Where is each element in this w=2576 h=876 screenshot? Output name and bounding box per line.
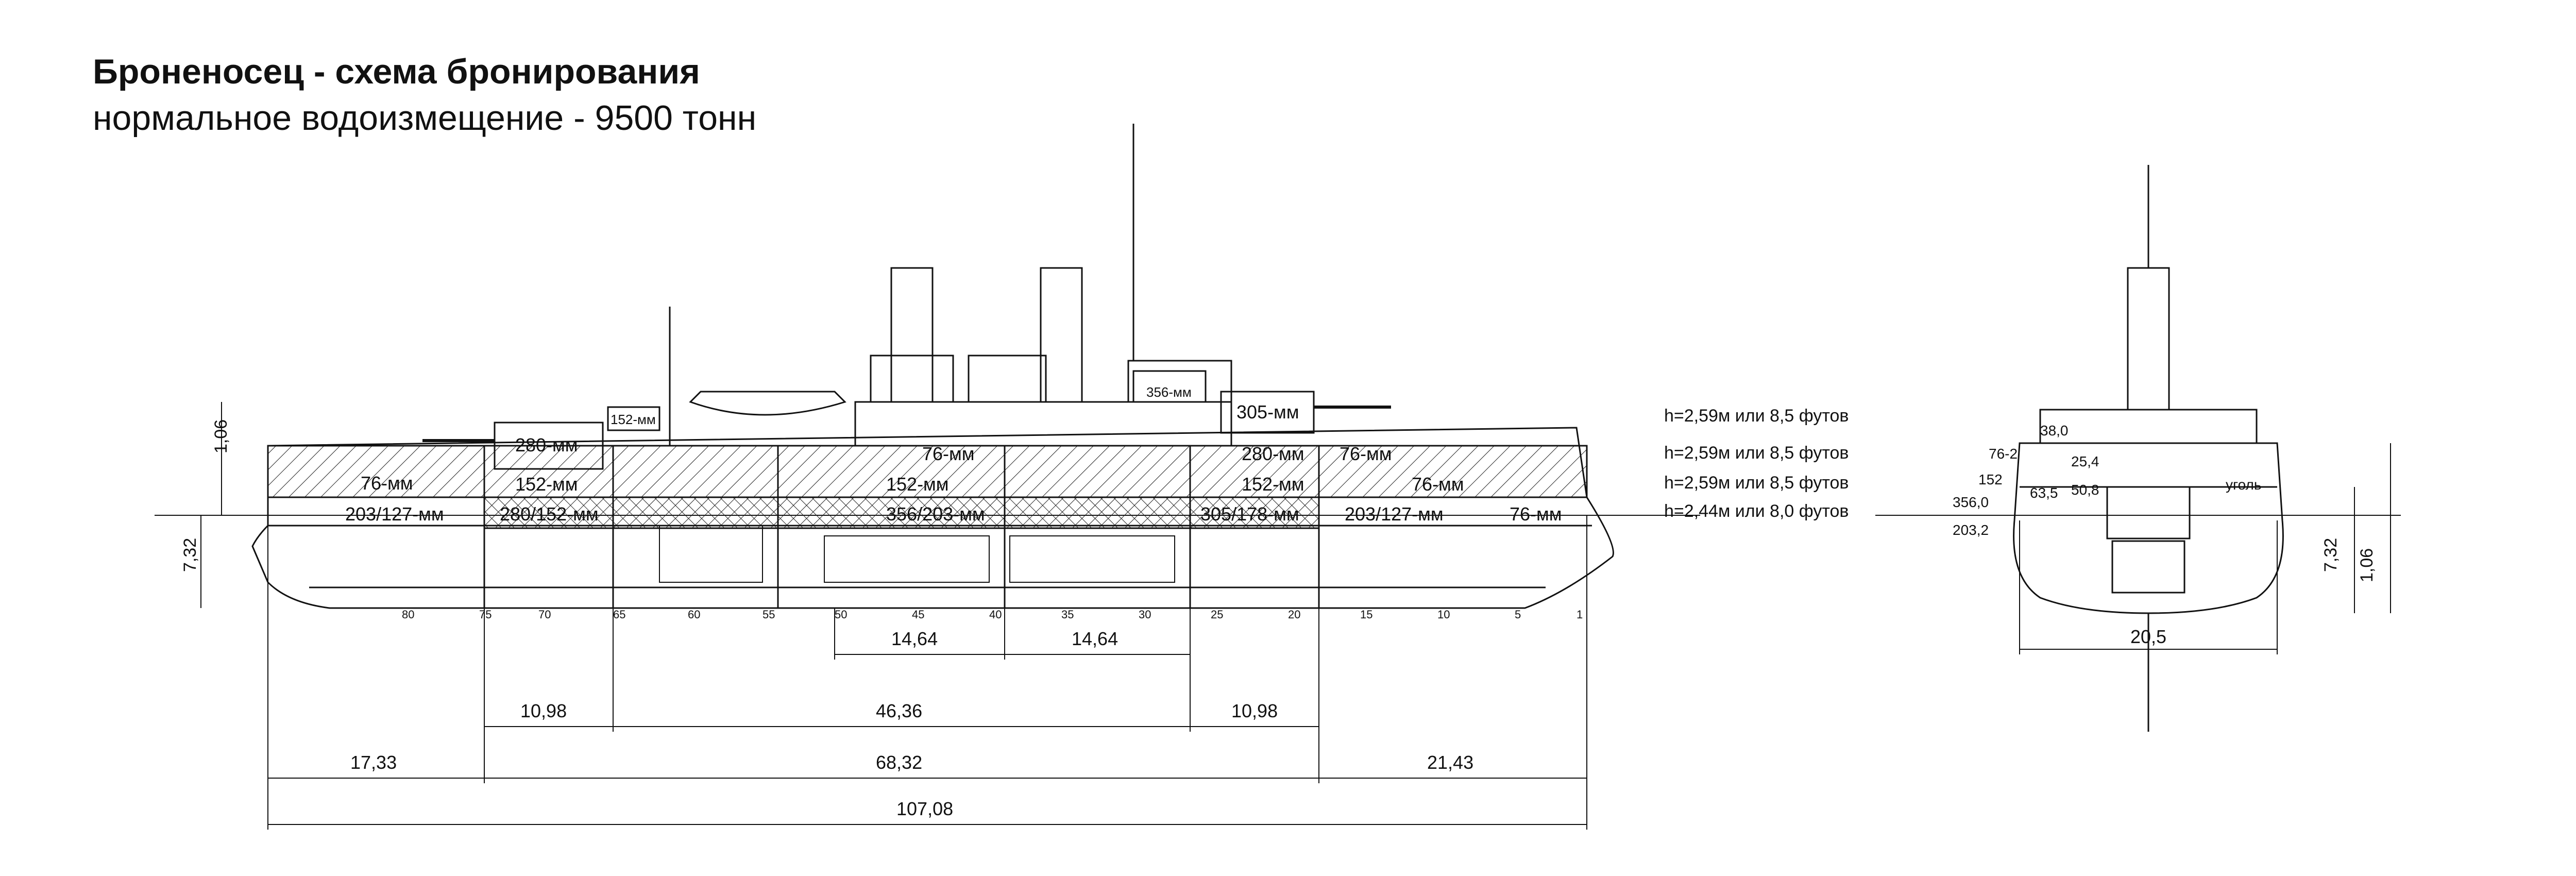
frame-number: 25: [1211, 608, 1223, 621]
drawing-title: Броненосец - схема бронирования: [93, 52, 700, 91]
frame-number: 45: [912, 608, 924, 621]
label-belt-stern: 203/127-мм: [1345, 503, 1444, 525]
dim-total: 107,08: [896, 798, 953, 819]
frame-number: 15: [1360, 608, 1372, 621]
section-funnel: [2127, 267, 2170, 411]
frame-number: 65: [613, 608, 625, 621]
sec-label-g: 356,0: [1953, 494, 1989, 510]
label-barbette-aft: 280-мм: [1242, 443, 1304, 464]
turret-fore: [494, 422, 604, 470]
dim-draft-side: 7,32: [180, 538, 200, 572]
frame-number: 5: [1515, 608, 1521, 621]
height-3: h=2,59м или 8,5 футов: [1664, 473, 1849, 493]
superstructure: [854, 401, 1232, 447]
side-vertical-dims: 1,06 7,32: [180, 402, 231, 608]
machinery-spaces: [659, 525, 1175, 583]
sec-label-e: 63,5: [2030, 485, 2058, 501]
label-belt-mid: 356/203-мм: [886, 503, 985, 525]
sec-label-c: 25,4: [2071, 453, 2099, 469]
sec-label-coal: уголь: [2226, 477, 2261, 493]
dim-14-64-b: 14,64: [1072, 628, 1118, 649]
frame-number: 55: [762, 608, 775, 621]
dim-freeboard-side: 1,06: [211, 419, 231, 453]
frame-number: 35: [1061, 608, 1074, 621]
label-cas-152-aft: 152-мм: [1242, 474, 1304, 495]
label-turret-fore: 280-мм: [515, 434, 578, 456]
sec-dim-freeboard: 1,06: [2357, 548, 2377, 582]
sec-dim-draft: 7,32: [2321, 538, 2341, 572]
funnel-fore: [890, 267, 934, 403]
label-cas-152-mid: 152-мм: [886, 474, 949, 495]
sec-label-a: 76-2: [1989, 446, 2018, 462]
height-4: h=2,44м или 8,0 футов: [1664, 501, 1849, 521]
dim-10-98-a: 10,98: [520, 700, 567, 721]
label-belt-fore: 280/152-мм: [500, 503, 599, 525]
sec-dim-beam: 20,5: [2130, 626, 2166, 647]
side-armor-labels: 280-мм 305-мм 152-мм 356-мм 76-мм 76-мм …: [345, 384, 1562, 525]
frame-number: 40: [989, 608, 1002, 621]
hull-outline: [251, 427, 1614, 609]
frame-number: 30: [1139, 608, 1151, 621]
horizontal-dims: 14,64 14,64 10,98 46,36 10,98 17,33 68,3…: [267, 515, 1587, 830]
frame-number: 80: [402, 608, 414, 621]
label-deck-76-aft: 76-мм: [1340, 443, 1392, 464]
sec-label-d: 152: [1978, 471, 2003, 487]
drawing-subtitle: нормальное водоизмещение - 9500 тонн: [93, 98, 757, 138]
sec-label-f: 50,8: [2071, 482, 2099, 498]
label-deck-76-fore: 76-мм: [361, 473, 413, 494]
dim-68-32: 68,32: [876, 752, 922, 773]
section-view: [1875, 165, 2401, 732]
dim-17-33: 17,33: [350, 752, 397, 773]
sec-label-h: 203,2: [1953, 522, 1989, 538]
frame-number: 1: [1577, 608, 1583, 621]
dim-46-36: 46,36: [876, 700, 922, 721]
section-hull: [2013, 442, 2284, 614]
belt-armor-band: [483, 496, 1320, 529]
frame-number: 10: [1437, 608, 1450, 621]
frame-number: 70: [538, 608, 551, 621]
label-cas-152-fore: 152-мм: [515, 474, 578, 495]
funnel-aft: [1040, 267, 1083, 403]
label-small-turret: 152-мм: [611, 412, 656, 427]
height-2: h=2,59м или 8,5 футов: [1664, 443, 1849, 463]
turret-aft: [1220, 391, 1315, 434]
height-notes: h=2,59м или 8,5 футов h=2,59м или 8,5 фу…: [1664, 406, 1849, 521]
label-deck-76-mid: 76-мм: [922, 443, 975, 464]
frame-number: 75: [479, 608, 492, 621]
dim-10-98-b: 10,98: [1231, 700, 1278, 721]
frame-numbers: 80 75 70 65 60 55 50 45 40 35 30 25 20 15 10 5 1: [402, 608, 1583, 621]
section-labels: 76-2 38,0 25,4 152 63,5 50,8 356,0 203,2…: [1953, 423, 2377, 647]
label-belt-end: 76-мм: [1510, 503, 1562, 525]
dim-14-64-a: 14,64: [891, 628, 938, 649]
label-belt-bow: 203/127-мм: [345, 503, 444, 525]
label-side-76-aft: 76-мм: [1412, 474, 1464, 495]
height-1: h=2,59м или 8,5 футов: [1664, 406, 1849, 426]
sec-label-b: 38,0: [2040, 423, 2069, 439]
label-tower: 356-мм: [1146, 384, 1192, 400]
boat: [689, 391, 846, 416]
frame-number: 60: [688, 608, 700, 621]
frame-number: 50: [835, 608, 847, 621]
label-turret-aft: 305-мм: [1236, 401, 1299, 423]
dim-21-43: 21,43: [1427, 752, 1473, 773]
frame-number: 20: [1288, 608, 1300, 621]
side-view: [155, 124, 1700, 609]
label-belt-aft: 305/178-мм: [1200, 503, 1299, 525]
